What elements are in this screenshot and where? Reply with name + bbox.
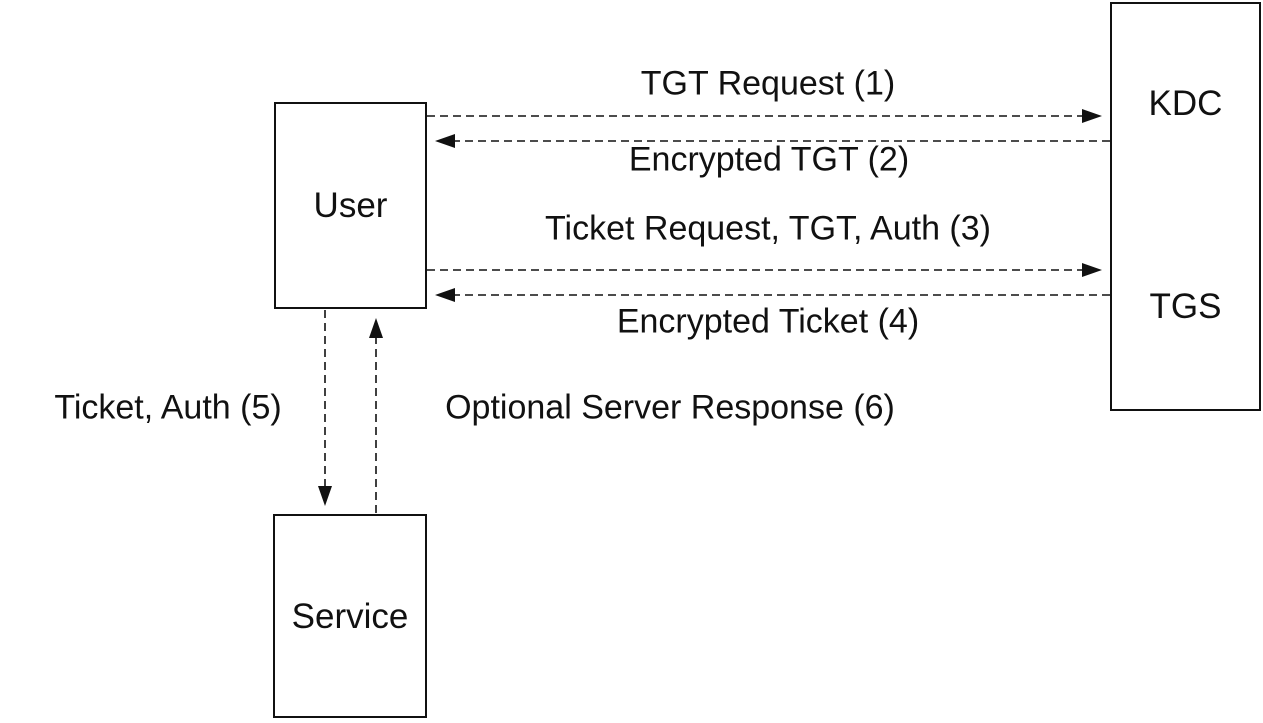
node-kdc: KDC: [1110, 2, 1261, 205]
message-label-ticket-auth: Ticket, Auth (5): [54, 388, 282, 427]
message-label-tgt-request: TGT Request (1): [640, 64, 896, 103]
node-user-label: User: [313, 186, 388, 225]
node-user: User: [274, 102, 427, 309]
node-kdc-label: KDC: [1148, 84, 1223, 123]
node-tgs-label: TGS: [1149, 286, 1222, 326]
message-label-server-response: Optional Server Response (6): [445, 388, 895, 427]
node-service: Service: [273, 514, 427, 718]
node-service-label: Service: [291, 596, 409, 636]
message-label-encrypted-ticket: Encrypted Ticket (4): [616, 302, 920, 341]
message-label-ticket-request: Ticket Request, TGT, Auth (3): [545, 209, 991, 248]
message-label-encrypted-tgt: Encrypted TGT (2): [628, 140, 910, 179]
node-tgs: TGS: [1110, 203, 1261, 411]
